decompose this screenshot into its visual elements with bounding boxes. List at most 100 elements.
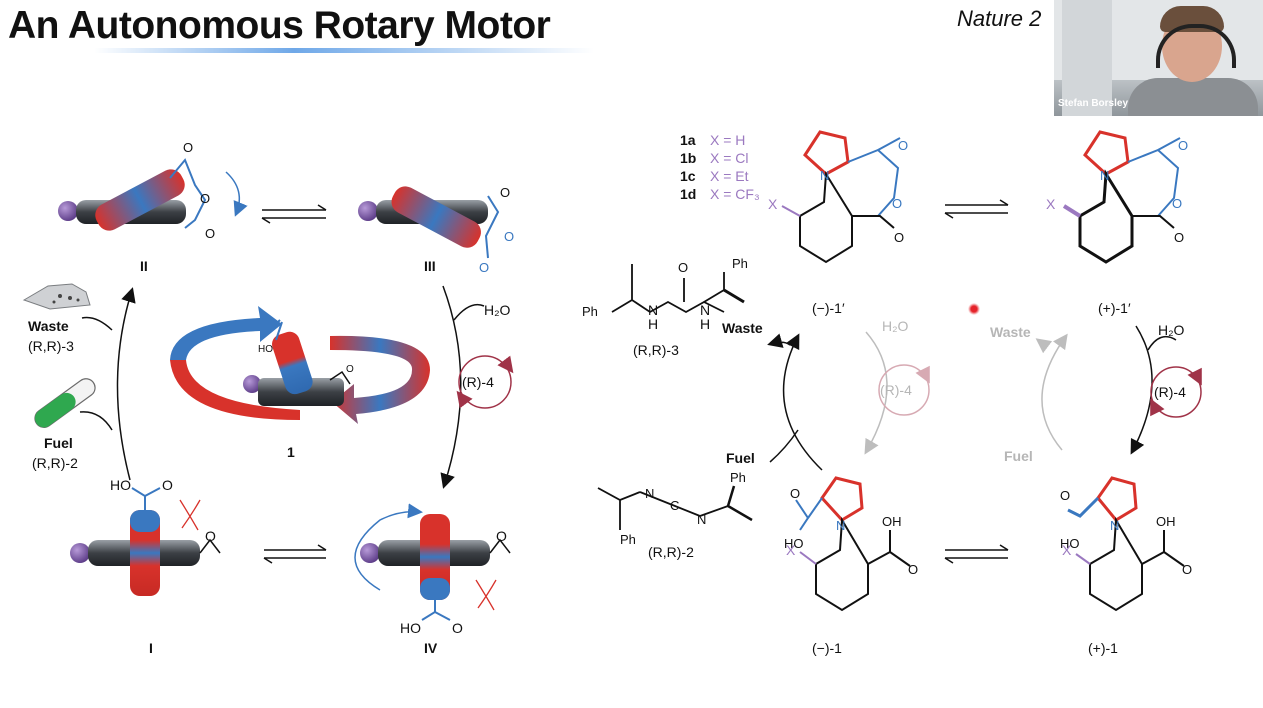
- molecule-plus-1-prime: N O O O: [1062, 130, 1188, 264]
- motor-state-I: HO O O: [70, 477, 221, 596]
- catalyst-faded-label: (R)-4: [880, 382, 912, 398]
- legend-code-1d: 1d: [680, 186, 697, 202]
- svg-text:O: O: [1174, 230, 1184, 245]
- urea-h2: H: [700, 316, 711, 332]
- label-minus-1: (−)-1: [812, 640, 842, 656]
- molecule-minus-1-prime: N O O O: [781, 130, 908, 264]
- fuel-label: Fuel: [44, 435, 73, 451]
- water-faded-label: H₂O: [882, 318, 909, 334]
- urea-h1: H: [648, 316, 659, 332]
- waste-active-label: Waste: [722, 320, 763, 336]
- molecule-plus-1: N O HO OH O: [1060, 476, 1192, 612]
- label-minus-1-prime: (−)-1′: [812, 300, 845, 316]
- fuel-active-label: Fuel: [726, 450, 755, 466]
- waste-arrow-left: [81, 316, 113, 331]
- catalyst-cycle-left: [458, 355, 512, 409]
- svg-text:N: N: [645, 486, 654, 501]
- svg-text:O: O: [1182, 562, 1192, 577]
- label-state-III: III: [424, 258, 436, 274]
- svg-text:HO: HO: [400, 620, 421, 636]
- svg-text:Ph: Ph: [582, 304, 598, 319]
- svg-text:O: O: [790, 486, 800, 501]
- svg-text:O: O: [268, 321, 277, 333]
- waste-pile-icon: [22, 283, 91, 310]
- catalyst-label-left: (R)-4: [462, 374, 494, 390]
- label-state-I: I: [149, 640, 153, 656]
- catalyst-active-label: (R)-4: [1154, 384, 1186, 400]
- svg-text:O: O: [162, 477, 173, 493]
- x-substituent-1: X: [768, 196, 778, 212]
- svg-text:OH: OH: [882, 514, 902, 529]
- arrow-faded-left: [864, 331, 888, 455]
- waste-label: Waste: [28, 318, 69, 334]
- urea-n2: N: [700, 302, 711, 318]
- video-person-shirt: [1128, 78, 1258, 116]
- legend-value-1b: X = Cl: [710, 150, 749, 166]
- svg-text:O: O: [892, 196, 902, 211]
- svg-text:O: O: [500, 185, 510, 200]
- title-underline: [94, 48, 594, 53]
- legend-code-1c: 1c: [680, 168, 696, 184]
- carbodiimide-label: (R,R)-2: [648, 544, 694, 560]
- journal-reference: Nature 2: [957, 6, 1042, 31]
- fuel-arrow-left: [79, 411, 113, 431]
- svg-text:O: O: [1172, 196, 1182, 211]
- svg-text:HO: HO: [258, 344, 273, 355]
- x-substituent-3: X: [786, 542, 796, 558]
- svg-text:N: N: [697, 512, 706, 527]
- svg-text:O: O: [496, 528, 507, 544]
- svg-text:O: O: [894, 230, 904, 245]
- molecule-minus-1: N O HO OH O: [784, 476, 918, 612]
- slide-title: An Autonomous Rotary Motor: [8, 4, 551, 47]
- fuel-faded-label: Fuel: [1004, 448, 1033, 464]
- carbodiimide-structure: N C N Ph Ph: [597, 470, 753, 547]
- arrow-III-to-IV: [440, 285, 462, 489]
- motor-state-III: O O O: [358, 185, 514, 275]
- x-substituent-4: X: [1062, 542, 1072, 558]
- fuel-tube-icon: [34, 378, 96, 428]
- svg-text:OH: OH: [1156, 514, 1176, 529]
- motor-state-IV: HO O O: [354, 503, 511, 636]
- legend-value-1d: X = CF₃: [710, 186, 760, 202]
- urea-label: (R,R)-3: [633, 342, 679, 358]
- svg-text:O: O: [205, 226, 215, 241]
- participant-name: Stefan Borsley: [1058, 98, 1129, 109]
- svg-text:O: O: [504, 229, 514, 244]
- fuel-compound: (R,R)-2: [32, 455, 78, 471]
- x-substituent-2: X: [1046, 196, 1056, 212]
- svg-text:O: O: [183, 140, 193, 155]
- waste-compound: (R,R)-3: [28, 338, 74, 354]
- svg-text:Ph: Ph: [620, 532, 636, 547]
- equilibrium-arrows-II-III: [261, 204, 327, 224]
- svg-text:HO: HO: [110, 477, 131, 493]
- svg-text:O: O: [678, 260, 688, 275]
- svg-text:HO: HO: [784, 536, 804, 551]
- svg-text:O: O: [1178, 138, 1188, 153]
- svg-text:Ph: Ph: [730, 470, 746, 485]
- label-state-IV: IV: [424, 640, 438, 656]
- svg-text:O: O: [479, 260, 489, 275]
- urea-n1: N: [648, 302, 659, 318]
- svg-text:O: O: [898, 138, 908, 153]
- svg-text:O: O: [908, 562, 918, 577]
- svg-text:N: N: [820, 168, 829, 183]
- equilibrium-arrows-I-IV: [263, 544, 327, 564]
- urea-structure: O Ph Ph: [582, 256, 748, 319]
- video-tile[interactable]: Stefan Borsley: [1054, 0, 1263, 116]
- svg-text:HO: HO: [1060, 536, 1080, 551]
- laser-pointer-dot: [968, 303, 980, 315]
- svg-text:O: O: [452, 620, 463, 636]
- arrow-hydrolysis-right: [1130, 325, 1153, 455]
- label-center-1: 1: [287, 444, 295, 460]
- svg-text:C: C: [670, 498, 679, 513]
- label-plus-1: (+)-1: [1088, 640, 1118, 656]
- svg-text:Ph: Ph: [732, 256, 748, 271]
- waste-faded-label: Waste: [990, 324, 1031, 340]
- svg-text:N: N: [1110, 518, 1119, 533]
- legend-code-1a: 1a: [680, 132, 696, 148]
- arrow-I-to-II: [116, 287, 136, 481]
- legend-value-1c: X = Et: [710, 168, 749, 184]
- svg-text:O: O: [1060, 488, 1070, 503]
- label-plus-1-prime: (+)-1′: [1098, 300, 1131, 316]
